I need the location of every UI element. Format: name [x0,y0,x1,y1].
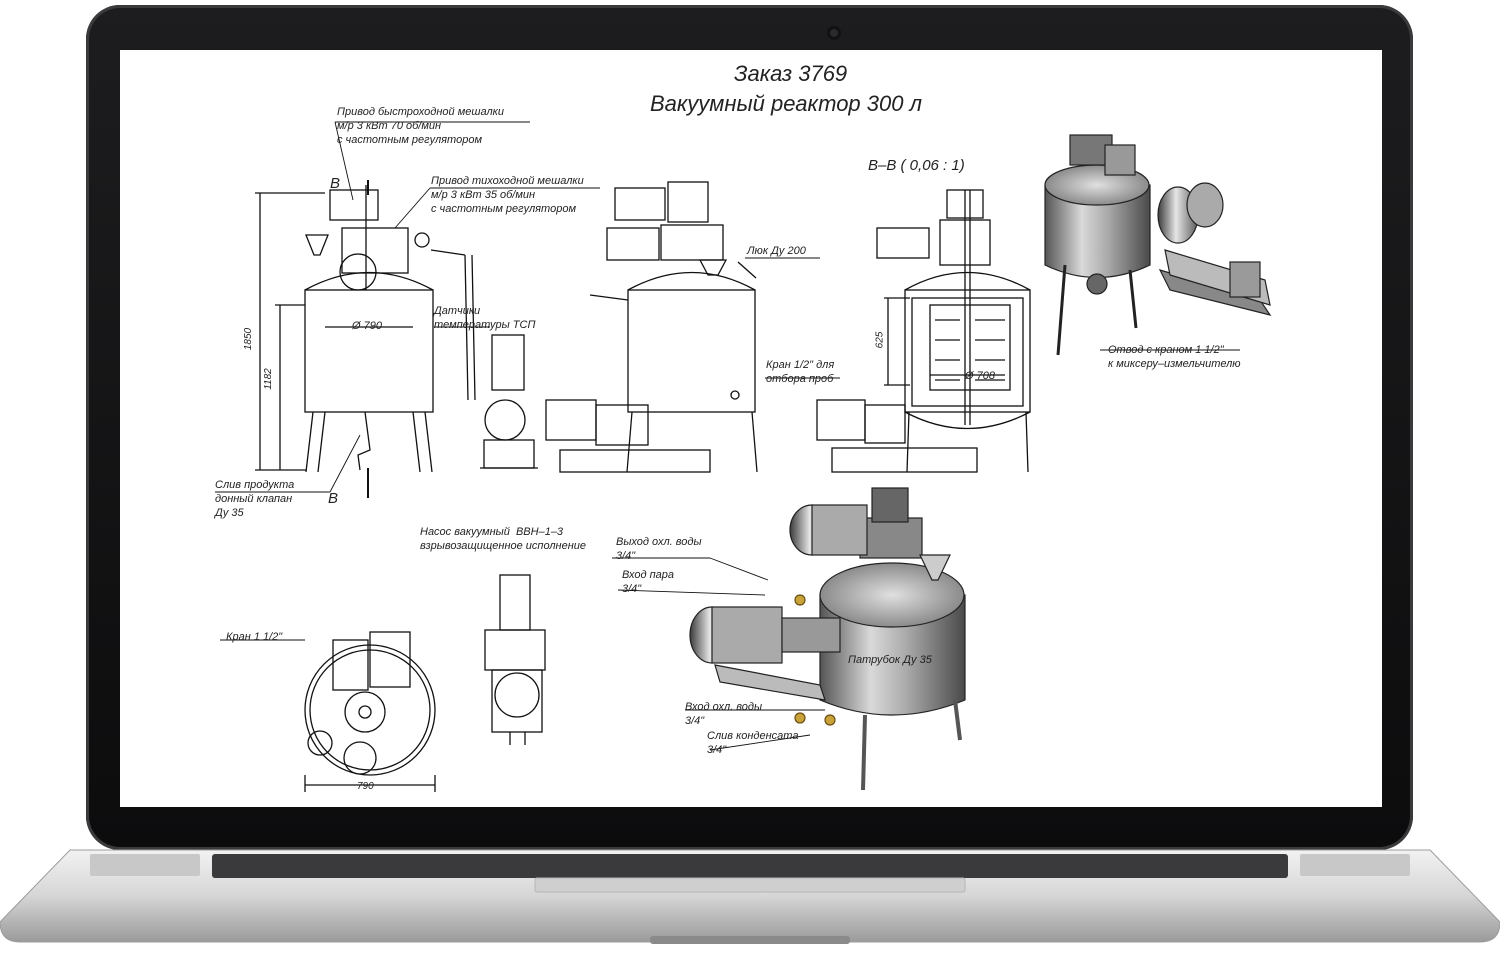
dim-plan-width: 790 [357,781,374,792]
callout-slow-mixer: Привод тихоходной мешалки м/р 3 кВт 35 о… [431,175,584,215]
callout-temp-sensors: Датчики температуры ТСП [434,305,536,331]
drawing-title-product: Вакуумный реактор 300 л [650,91,923,116]
section-mark-top: B [330,175,341,192]
callout-condensate: Слив конденсата 3/4" [707,730,799,756]
callout-nozzle: Патрубок Ду 35 [848,654,932,666]
callout-steam-in: Вход пара 3/4" [622,569,675,595]
drawing-title-order: Заказ 3769 [734,61,848,86]
dim-inner-diameter: Ø 708 [965,370,995,382]
front-view [255,180,538,498]
callout-outlet-valve: Отвод с краном 1 1/2" к миксеру–измельчи… [1108,344,1241,370]
callout-cooling-in: Вход охл. воды 3/4" [685,701,763,727]
callout-hatch: Люк Ду 200 [747,245,806,257]
laptop-base [0,849,1500,944]
leader-lines [215,121,1240,751]
isometric-view-bottom [689,487,966,791]
callout-product-drain: Слив продукта донный клапан Ду 35 [215,479,295,519]
callout-sample-valve: Кран 1/2" для отбора проб [766,359,835,385]
callout-cooling-out: Выход охл. воды 3/4" [616,536,702,562]
plan-view [304,574,546,792]
technical-drawing [215,121,1272,792]
section-view [816,189,1031,473]
dim-height-body: 1182 [262,368,274,390]
dim-section-height: 625 [874,331,886,349]
section-label: B–B ( 0,06 : 1) [868,157,965,174]
laptop-screen: Заказ 3769 Вакуумный реактор 300 л [120,50,1382,807]
dim-diameter: Ø 790 [352,320,382,332]
callout-valve-1-5: Кран 1 1/2" [226,631,283,643]
dim-height-total: 1850 [243,327,255,351]
section-mark-bottom: B [328,490,339,507]
isometric-view-top [1044,134,1272,356]
callout-fast-mixer: Привод быстроходной мешалки м/р 3 кВт 70… [337,106,504,146]
webcam-icon [827,26,841,40]
callout-vacuum-pump: Насос вакуумный ВВН–1–3 взрывозащищенное… [420,526,586,552]
side-view [545,181,758,473]
